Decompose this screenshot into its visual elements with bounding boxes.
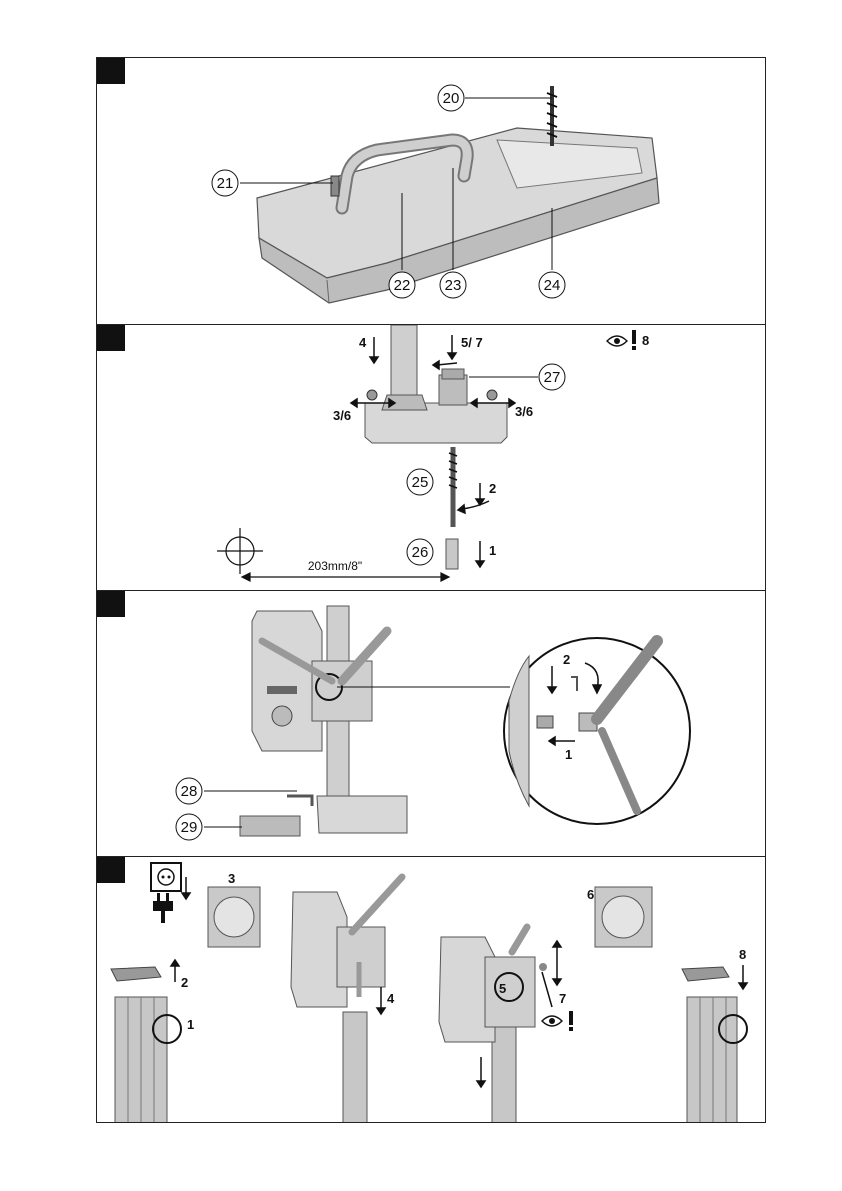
anchor-sleeve — [446, 539, 458, 569]
stand-base-front — [365, 325, 507, 443]
callout-24: 24 — [539, 272, 565, 298]
callout-21: 21 — [212, 170, 238, 196]
svg-text:23: 23 — [445, 277, 462, 294]
exclamation-icon — [569, 1011, 573, 1031]
callout-28: 28 — [176, 778, 202, 804]
step-4: 4 — [387, 991, 395, 1006]
step-4: 4 — [359, 335, 367, 350]
svg-text:22: 22 — [394, 277, 411, 294]
panel-3-motor-mount: 2 1 28 29 — [96, 590, 766, 857]
svg-text:26: 26 — [412, 544, 429, 561]
panel-4-column-assembly: 2 1 3 4 5 — [96, 856, 766, 1123]
detail-step-2: 2 — [563, 652, 570, 667]
detail-magnifier — [504, 638, 690, 824]
power-socket-icon — [151, 863, 181, 891]
callout-25: 25 — [407, 469, 433, 495]
step-2: 2 — [489, 481, 496, 496]
detail-step-1: 1 — [565, 747, 572, 762]
svg-text:21: 21 — [217, 175, 234, 192]
eye-icon — [542, 1016, 562, 1026]
svg-text:28: 28 — [181, 783, 198, 800]
callout-23: 23 — [440, 272, 466, 298]
panel-3-illustration: 2 1 28 29 — [97, 591, 766, 857]
step-2: 2 — [181, 975, 188, 990]
callout-27: 27 — [539, 364, 565, 390]
plug-icon — [153, 893, 173, 923]
panel-2-anchoring: 203mm/8" 27 25 26 4 5/ 7 3/6 3/6 2 1 8 — [96, 324, 766, 591]
callout-20: 20 — [438, 85, 464, 111]
callout-22: 22 — [389, 272, 415, 298]
step-8: 8 — [739, 947, 746, 962]
panel-2-illustration: 203mm/8" 27 25 26 4 5/ 7 3/6 3/6 2 1 8 — [97, 325, 766, 591]
eye-icon — [607, 336, 627, 346]
callout-29: 29 — [176, 814, 202, 840]
dimension-label: 203mm/8" — [308, 559, 362, 573]
step-5: 5 — [499, 981, 506, 996]
stand-base — [317, 796, 407, 833]
svg-text:27: 27 — [544, 369, 561, 386]
step-8: 8 — [642, 333, 649, 348]
motor-on-column-5 — [439, 927, 547, 1123]
callout-26: 26 — [407, 539, 433, 565]
step-5-7: 5/ 7 — [461, 335, 483, 350]
step-1: 1 — [187, 1017, 194, 1032]
panel-1-illustration: 20 21 22 23 24 — [97, 58, 766, 325]
svg-text:24: 24 — [544, 277, 561, 294]
svg-text:25: 25 — [412, 474, 429, 491]
step-7: 7 — [559, 991, 566, 1006]
panel-1-overview: 20 21 22 23 24 — [96, 57, 766, 325]
crosshair-icon — [217, 528, 263, 574]
ground-plate — [240, 816, 300, 836]
knob — [331, 176, 339, 196]
step-6: 6 — [587, 887, 594, 902]
column-right — [682, 967, 747, 1123]
svg-text:20: 20 — [443, 90, 460, 107]
anchor-bolt — [449, 447, 457, 527]
step-1: 1 — [489, 543, 496, 558]
step-3-6-left: 3/6 — [333, 408, 351, 423]
motor-on-column-4 — [291, 877, 402, 1123]
column-left — [111, 967, 181, 1123]
svg-text:29: 29 — [181, 819, 198, 836]
exclamation-icon — [632, 330, 636, 350]
panel-4-illustration: 2 1 3 4 5 — [97, 857, 766, 1123]
step-3-6-right: 3/6 — [515, 404, 533, 419]
step-3: 3 — [228, 871, 235, 886]
